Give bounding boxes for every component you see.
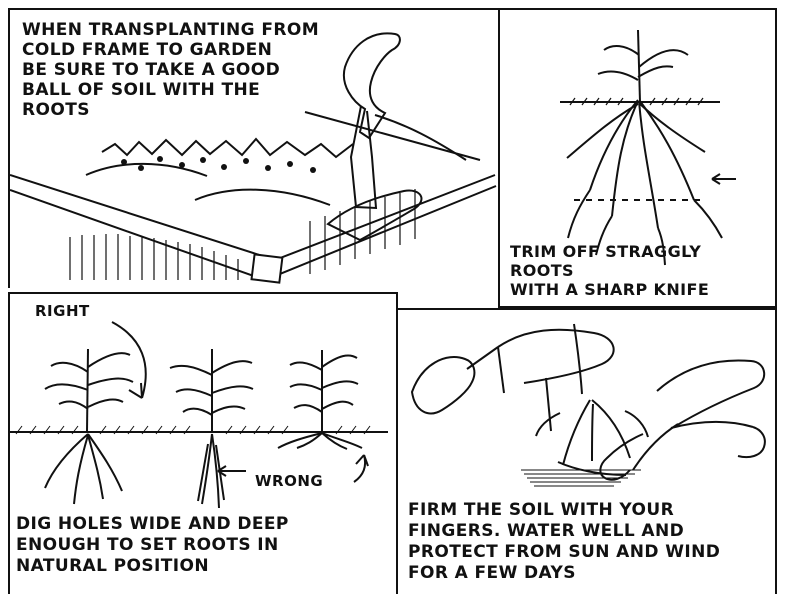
- dig-holes-caption: DIG HOLES WIDE AND DEEP ENOUGH TO SET RO…: [16, 514, 391, 577]
- firm-soil-caption: FIRM THE SOIL WITH YOUR FINGERS. WATER W…: [408, 500, 768, 584]
- transplanting-panel: WHEN TRANSPLANTING FROM COLD FRAME TO GA…: [8, 8, 498, 288]
- dig-holes-panel: RIGHT WRONG: [8, 292, 398, 594]
- transplanting-illustration: [10, 10, 498, 288]
- trim-roots-caption: TRIM OFF STRAGGLY ROOTS WITH A SHARP KNI…: [510, 242, 765, 299]
- trim-roots-panel: TRIM OFF STRAGGLY ROOTS WITH A SHARP KNI…: [498, 8, 777, 308]
- firm-soil-panel: FIRM THE SOIL WITH YOUR FINGERS. WATER W…: [398, 308, 777, 594]
